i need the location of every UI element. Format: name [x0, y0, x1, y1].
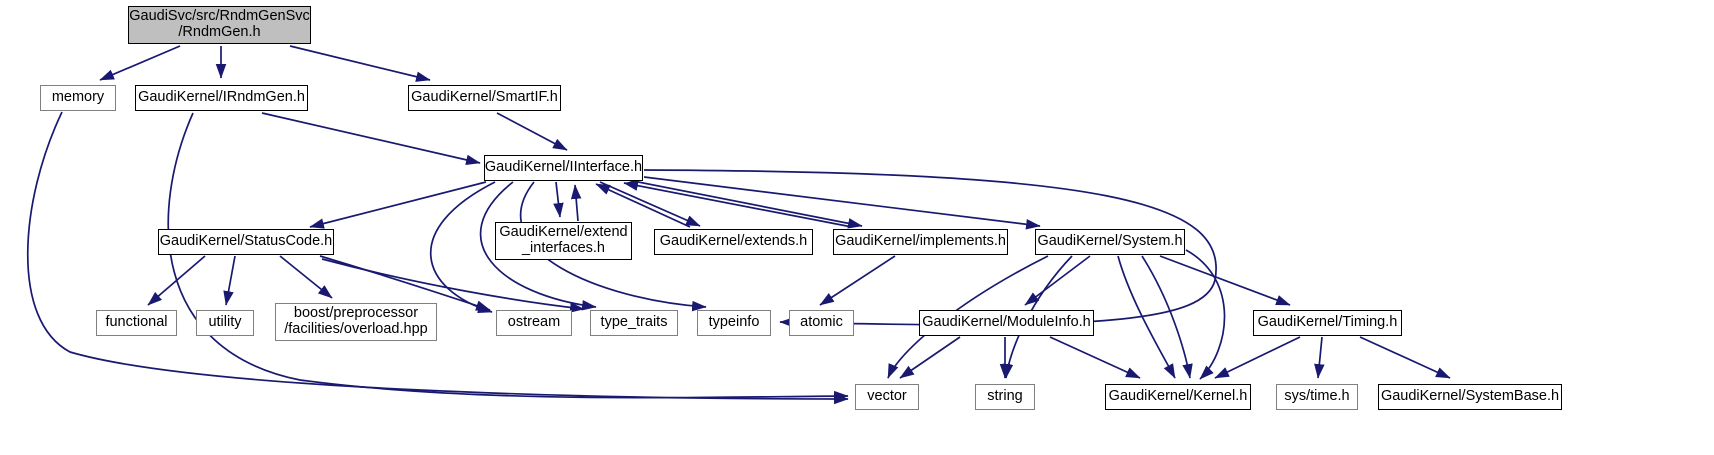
edge-statuscode-utility	[223, 255, 236, 306]
node-atomic[interactable]: atomic	[789, 310, 854, 336]
node-rndmgen-h[interactable]: GaudiSvc/src/RndmGenSvc /RndmGen.h	[128, 6, 311, 44]
node-gaudikernel-extend-interfaces-h[interactable]: GaudiKernel/extend _interfaces.h	[495, 222, 632, 260]
edge-root-memory	[99, 45, 181, 81]
node-utility[interactable]: utility	[196, 310, 254, 336]
edge-smartif-iinterface	[496, 112, 568, 151]
edge-statuscode-ostream	[319, 255, 491, 311]
edge-root-smartif	[289, 45, 431, 82]
edge-system-kernel-2	[1141, 255, 1193, 379]
edge-system-timing	[1159, 255, 1291, 306]
node-gaudikernel-smartif-h[interactable]: GaudiKernel/SmartIF.h	[408, 85, 561, 111]
node-gaudikernel-iinterface-h[interactable]: GaudiKernel/IInterface.h	[484, 155, 643, 181]
edge-timing-sysbase	[1359, 336, 1451, 379]
edge-implements-iinterface	[623, 180, 853, 228]
node-boost-preprocessor-overload-hpp[interactable]: boost/preprocessor /facilities/overload.…	[275, 303, 437, 341]
edge-iinterface-ostream	[430, 181, 496, 313]
edge-system-kernel-3	[1185, 249, 1226, 380]
edge-extends-iinterface	[595, 183, 691, 228]
node-ostream[interactable]: ostream	[496, 310, 572, 336]
edge-statuscode-typetraits	[321, 258, 585, 313]
edge-timing-systime	[1314, 336, 1325, 379]
node-vector[interactable]: vector	[855, 384, 919, 410]
edge-iinterface-extendint	[553, 181, 564, 218]
edge-statuscode-boostpp	[279, 255, 333, 299]
edge-iinterface-system	[643, 176, 1041, 230]
node-memory[interactable]: memory	[40, 85, 116, 111]
node-gaudikernel-implements-h[interactable]: GaudiKernel/implements.h	[833, 229, 1008, 255]
node-gaudikernel-systembase-h[interactable]: GaudiKernel/SystemBase.h	[1378, 384, 1562, 410]
node-sys-time-h[interactable]: sys/time.h	[1276, 384, 1358, 410]
node-type-traits[interactable]: type_traits	[590, 310, 678, 336]
node-gaudikernel-kernel-h[interactable]: GaudiKernel/Kernel.h	[1105, 384, 1251, 410]
node-string[interactable]: string	[975, 384, 1035, 410]
edge-statuscode-functional	[147, 255, 206, 306]
node-gaudikernel-system-h[interactable]: GaudiKernel/System.h	[1035, 229, 1185, 255]
edge-moduleinfo-kernel	[1049, 336, 1141, 379]
node-gaudikernel-timing-h[interactable]: GaudiKernel/Timing.h	[1253, 310, 1402, 336]
edge-timing-kernel	[1214, 336, 1301, 379]
node-gaudikernel-irndmgen-h[interactable]: GaudiKernel/IRndmGen.h	[135, 85, 308, 111]
edge-iinterface-statuscode	[309, 181, 487, 229]
edge-iinterface-implements	[627, 179, 863, 229]
edge-irndmgen-iinterface	[261, 112, 481, 166]
edge-system-kernel	[1117, 255, 1176, 379]
node-gaudikernel-extends-h[interactable]: GaudiKernel/extends.h	[654, 229, 813, 255]
node-functional[interactable]: functional	[96, 310, 177, 336]
node-typeinfo[interactable]: typeinfo	[697, 310, 771, 336]
edge-moduleinfo-vector	[899, 336, 961, 379]
edge-system-moduleinfo	[1024, 255, 1091, 306]
node-gaudikernel-moduleinfo-h[interactable]: GaudiKernel/ModuleInfo.h	[919, 310, 1094, 336]
edge-memory-vector	[26, 111, 849, 405]
edge-iinterface-extends	[599, 181, 701, 227]
edge-implements-atomic	[819, 255, 896, 306]
node-gaudikernel-statuscode-h[interactable]: GaudiKernel/StatusCode.h	[158, 229, 334, 255]
edge-extendint-iinterface	[570, 184, 582, 222]
